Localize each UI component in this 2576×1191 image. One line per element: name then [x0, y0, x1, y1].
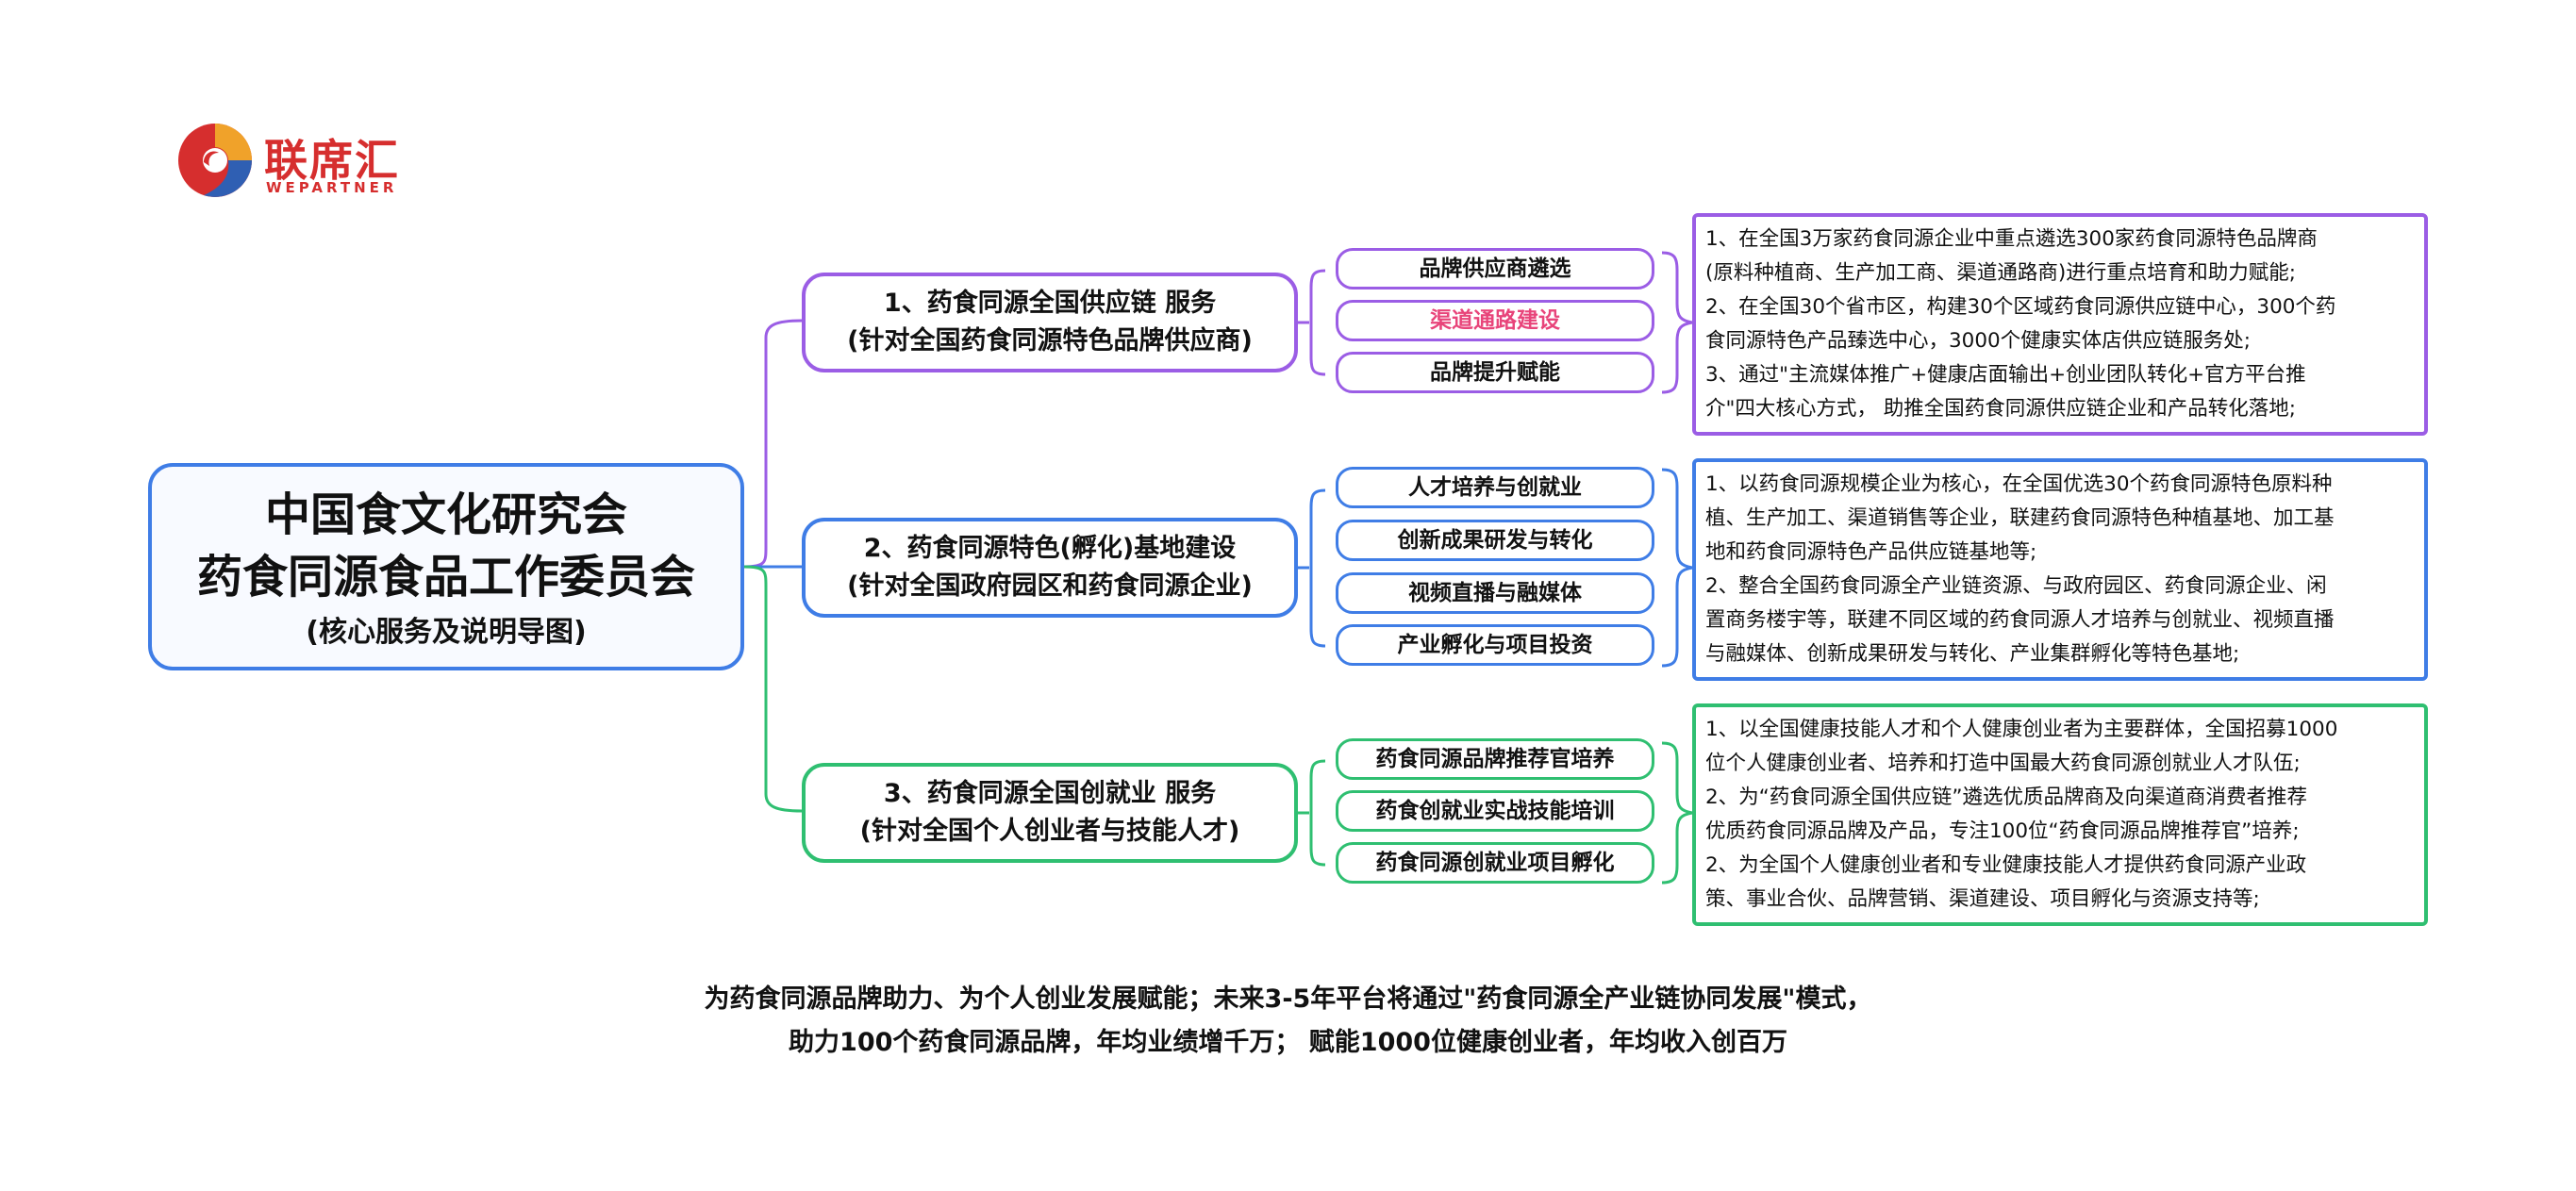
description-line: 植、生产加工、渠道销售等企业，联建药食同源特色种植基地、加工基 — [1705, 506, 2335, 530]
tag-brand-empowerment: 品牌提升赋能 — [1336, 352, 1654, 393]
description-line: 食同源特色产品臻选中心，3000个健康实体店供应链服务处; — [1705, 329, 2251, 353]
tag-brand-ambassador-training: 药食同源品牌推荐官培养 — [1336, 738, 1654, 780]
tag-innovation-rd: 创新成果研发与转化 — [1336, 520, 1654, 561]
tag-channel-building: 渠道通路建设 — [1336, 300, 1654, 341]
bracket-branch2-left — [1298, 488, 1326, 648]
tag-video-live-media: 视频直播与融媒体 — [1336, 572, 1654, 614]
description-line: 位个人健康创业者、培养和打造中国最大药食同源创就业人才队伍; — [1705, 752, 2301, 775]
branch-title: 2、药食同源特色(孵化)基地建设 — [863, 534, 1237, 563]
description-box-incubation-base: 1、以药食同源规模企业为核心，在全国优选30个药食同源特色原料种 植、生产加工、… — [1692, 458, 2428, 681]
bracket-branch2-right — [1661, 468, 1693, 668]
tag-skills-training: 药食创就业实战技能培训 — [1336, 790, 1654, 832]
branch-node-incubation-base: 2、药食同源特色(孵化)基地建设 (针对全国政府园区和药食同源企业) — [802, 518, 1298, 618]
description-line: 介"四大核心方式， 助推全国药食同源供应链企业和产品转化落地; — [1705, 397, 2296, 421]
description-line: 1、以全国健康技能人才和个人健康创业者为主要群体，全国招募1000 — [1705, 718, 2338, 741]
description-line: 优质药食同源品牌及产品，专注100位“药食同源品牌推荐官”培养; — [1705, 819, 2300, 843]
description-box-entrepreneurship: 1、以全国健康技能人才和个人健康创业者为主要群体，全国招募1000 位个人健康创… — [1692, 703, 2428, 926]
tag-industry-incubation: 产业孵化与项目投资 — [1336, 624, 1654, 666]
swirl-logo-icon — [178, 124, 252, 197]
bracket-branch3-right — [1661, 741, 1693, 885]
description-line: 置商务楼宇等，联建不同区域的药食同源人才培养与创就业、视频直播 — [1705, 608, 2335, 632]
description-line: 策、事业合伙、品牌营销、渠道建设、项目孵化与资源支持等; — [1705, 887, 2260, 911]
branch-subtitle: (针对全国政府园区和药食同源企业) — [847, 571, 1253, 601]
description-line: (原料种植商、生产加工商、渠道通路商)进行重点培育和助力赋能; — [1705, 261, 2297, 285]
tag-project-incubation: 药食同源创就业项目孵化 — [1336, 842, 1654, 884]
footer-line2: 助力100个药食同源品牌，年均业绩增千万； 赋能1000位健康创业者，年均收入创… — [789, 1028, 1787, 1057]
root-subtitle: (核心服务及说明导图) — [306, 616, 587, 649]
description-line: 3、通过"主流媒体推广+健康店面输出+创业团队转化+官方平台推 — [1705, 363, 2306, 387]
description-line: 2、在全国30个省市区，构建30个区域药食同源供应链中心，300个药 — [1705, 295, 2336, 319]
bracket-branch1-right — [1661, 251, 1693, 394]
connector-root-branch1 — [743, 319, 803, 569]
branch-node-supply-chain: 1、药食同源全国供应链 服务 (针对全国药食同源特色品牌供应商) — [802, 273, 1298, 372]
branch-subtitle: (针对全国药食同源特色品牌供应商) — [847, 326, 1253, 356]
description-line: 2、为“药食同源全国供应链”遴选优质品牌商及向渠道商消费者推荐 — [1705, 786, 2307, 809]
bracket-branch1-left — [1298, 269, 1326, 376]
description-line: 2、为全国个人健康创业者和专业健康技能人才提供药食同源产业政 — [1705, 853, 2307, 877]
footer-line1: 为药食同源品牌助力、为个人创业发展赋能；未来3-5年平台将通过"药食同源全产业链… — [704, 984, 1872, 1014]
tag-talent-training: 人才培养与创就业 — [1336, 467, 1654, 508]
branch-title: 3、药食同源全国创就业 服务 — [883, 779, 1217, 808]
bracket-branch3-left — [1298, 759, 1326, 867]
description-box-supply-chain: 1、在全国3万家药食同源企业中重点遴选300家药食同源特色品牌商 (原料种植商、… — [1692, 213, 2428, 436]
description-line: 1、以药食同源规模企业为核心，在全国优选30个药食同源特色原料种 — [1705, 472, 2333, 496]
brand-logo: 联席汇 WEPARTNER — [175, 121, 440, 206]
description-line: 1、在全国3万家药食同源企业中重点遴选300家药食同源特色品牌商 — [1705, 227, 2318, 251]
branch-node-entrepreneurship: 3、药食同源全国创就业 服务 (针对全国个人创业者与技能人才) — [802, 763, 1298, 863]
tag-brand-supplier-selection: 品牌供应商遴选 — [1336, 248, 1654, 289]
root-title-line1: 中国食文化研究会 — [264, 488, 627, 541]
logo-subtitle: WEPARTNER — [266, 179, 398, 196]
description-line: 与融媒体、创新成果研发与转化、产业集群孵化等特色基地; — [1705, 642, 2240, 666]
description-line: 地和药食同源特色产品供应链基地等; — [1705, 540, 2037, 564]
logo-name: 联席汇 — [264, 135, 400, 186]
branch-subtitle: (针对全国个人创业者与技能人才) — [859, 817, 1240, 846]
description-line: 2、整合全国药食同源全产业链资源、与政府园区、药食同源企业、闲 — [1705, 574, 2327, 598]
root-node: 中国食文化研究会 药食同源食品工作委员会 (核心服务及说明导图) — [148, 463, 744, 670]
connector-root-branch3 — [743, 565, 803, 813]
branch-title: 1、药食同源全国供应链 服务 — [883, 289, 1217, 318]
root-title-line2: 药食同源食品工作委员会 — [196, 551, 695, 604]
